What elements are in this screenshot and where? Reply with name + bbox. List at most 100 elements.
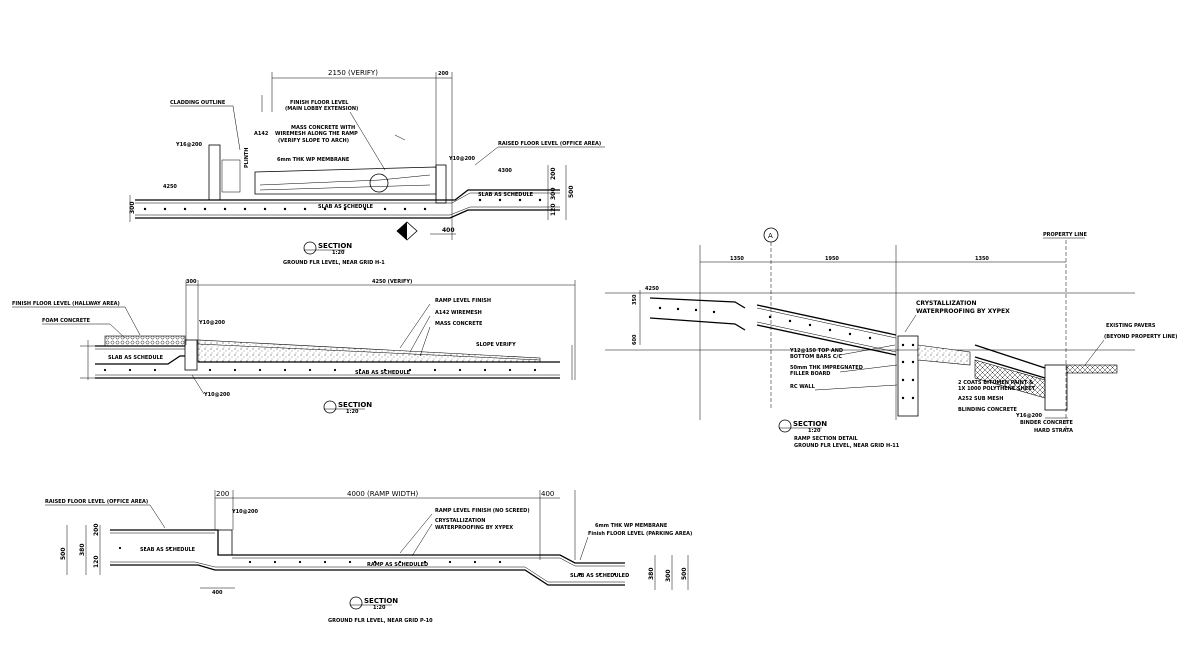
section2-title: SECTION (338, 401, 372, 409)
dim-top: 4250 (VERIFY) (372, 279, 412, 285)
dim-h120: 120 (93, 555, 100, 568)
rebar (110, 561, 625, 583)
section1-scale: 1:20 (332, 250, 345, 256)
label-y10: Y10@200 (448, 156, 476, 162)
ramp-mesh (259, 174, 431, 186)
label-coat: 2 COATS BITUMEN PAINT & (958, 380, 1034, 386)
ramp-mesh2 (259, 184, 431, 191)
ramp-rebar (756, 307, 897, 339)
dim-d3: 1350 (975, 256, 989, 262)
leader (232, 105, 241, 151)
dim-200: 200 (550, 167, 557, 180)
label-mass3: (VERIFY SLOPE TO ARCH) (278, 138, 349, 144)
dim-120: 120 (550, 203, 557, 216)
label-slab: SLAB AS SCHEDULE (140, 547, 196, 553)
plinth (221, 159, 241, 193)
slab-bot (95, 355, 185, 365)
label-raised: RAISED FLOOR LEVEL (OFFICE AREA) (498, 141, 601, 147)
rebar-bottom (135, 206, 560, 216)
section-marker-fill (397, 222, 407, 240)
beam-stub (435, 164, 447, 204)
grid-label: A (768, 232, 773, 240)
ramp-bot-1 (649, 317, 746, 331)
leader (419, 326, 431, 357)
dim-500: 500 (568, 185, 575, 198)
title-bubble (303, 241, 317, 255)
leader (399, 513, 433, 554)
label-coat2: 1X 1000 POLYTHENE SHEET (958, 386, 1036, 392)
label-y10a: Y10@200 (198, 320, 226, 326)
upstand (217, 529, 233, 556)
label-a142: A142 (254, 131, 269, 137)
ramp-top-1 (649, 297, 746, 309)
dim-bot400: 400 (212, 590, 223, 596)
dim-left200: 200 (216, 490, 229, 498)
label-foam: FOAM CONCRETE (42, 318, 91, 324)
label-cryst: CRYSTALLIZATION (435, 518, 485, 524)
existing-pavers (1066, 364, 1118, 374)
leader (191, 374, 205, 395)
label-ramp: RAMP LEVEL FINISH (435, 298, 491, 304)
dim-b300: 300 (665, 569, 672, 582)
ramp-bot-2 (756, 324, 897, 356)
label-slab2: SLAB AS SCHEDULED (570, 573, 629, 579)
ramp-bot-3 (974, 356, 1046, 379)
leader (149, 504, 166, 529)
title-bubble (778, 419, 792, 433)
ramp-rebar (756, 321, 897, 353)
beam-stub (184, 339, 198, 371)
dim-d2: 1950 (825, 256, 839, 262)
label-hard: HARD STRATA (1034, 428, 1073, 434)
rebar-top (135, 192, 560, 204)
leader (579, 536, 589, 561)
foam-concrete (104, 335, 186, 347)
slab-bot (110, 564, 625, 586)
dim-h500: 500 (60, 547, 67, 560)
flag (394, 134, 406, 141)
label-y12b: BOTTOM BARS C/C (790, 354, 842, 360)
label-rc: RC WALL (790, 384, 816, 390)
section3-subtitle2: GROUND FLR LEVEL, NEAR GRID H-11 (794, 443, 900, 449)
dim-width-label: 2150 (VERIFY) (328, 69, 378, 77)
label-a142: A142 WIREMESH (435, 310, 482, 316)
label-rampsch: RAMP AS SCHEDULED (367, 562, 428, 568)
dim-left: 300 (186, 279, 197, 285)
section4-title: SECTION (364, 597, 398, 605)
property-line-label: PROPERTY LINE (1043, 232, 1087, 238)
leader (411, 523, 433, 557)
label-y10: Y10@200 (231, 509, 259, 515)
ramp-top-3 (974, 344, 1046, 369)
label-ffl: FINISH FLOOR LEVEL (HALLWAY AREA) (12, 301, 120, 307)
base-fill (917, 344, 971, 366)
title-bubble (323, 400, 337, 414)
dim-width: 4000 (RAMP WIDTH) (347, 490, 419, 498)
rc-wall (897, 335, 919, 417)
leader (349, 111, 386, 171)
rebar (232, 557, 625, 567)
leader (399, 303, 431, 349)
dim-left-300: 300 (129, 201, 136, 214)
dim-h380: 380 (79, 543, 86, 556)
leader (904, 314, 917, 333)
slab-top-line (135, 189, 560, 201)
title-bubble (349, 596, 363, 610)
label-mass: MASS CONCRETE (435, 321, 483, 327)
dim-bottom-label: 400 (442, 227, 455, 234)
label-ffl-sub: (MAIN LOBBY EXTENSION) (285, 106, 358, 112)
section-3: A PROPERTY LINE 1350 1950 1350 (605, 227, 1177, 449)
section1-subtitle: GROUND FLR LEVEL, NEAR GRID H-1 (283, 260, 385, 266)
section4-scale: 1:20 (373, 605, 386, 611)
label-y12: Y12@150 TOP AND (789, 348, 843, 354)
label-4300: 4300 (498, 168, 512, 174)
label-mass: MASS CONCRETE WITH (291, 125, 355, 131)
dim-b380: 380 (648, 567, 655, 580)
section3-scale: 1:20 (808, 428, 821, 434)
rebar-dots (143, 198, 542, 211)
label-binder: BINDER CONCRETE (1020, 420, 1073, 426)
label-blinding: BLINDING CONCRETE (958, 407, 1018, 413)
wall-dots (901, 343, 915, 400)
leader (814, 384, 898, 391)
section3-title: SECTION (793, 420, 827, 428)
label-cryst: CRYSTALLIZATION (916, 300, 977, 307)
leader (474, 146, 499, 166)
